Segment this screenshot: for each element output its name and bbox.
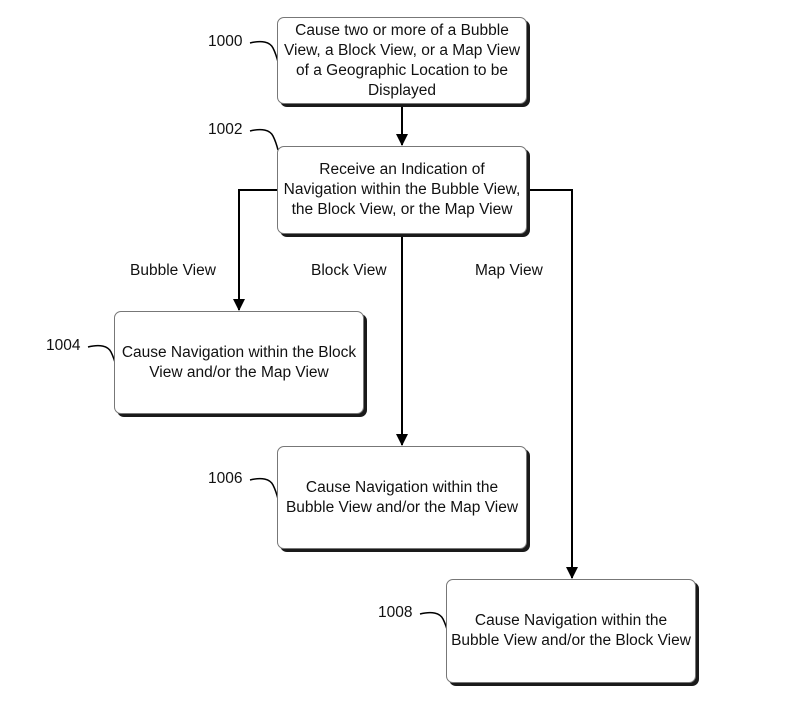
arrowhead-1000-to-1002 [396, 134, 408, 146]
step-text-1000: Cause two or more of a Bubble View, a Bl… [283, 21, 521, 99]
step-text-1004: Cause Navigation within the Block View a… [121, 343, 357, 381]
step-text-1002: Receive an Indication of Navigation with… [283, 161, 521, 218]
step-box-1000: Cause two or more of a Bubble View, a Bl… [277, 17, 527, 104]
step-box-1006: Cause Navigation within the Bubble View … [277, 446, 527, 549]
ref-leader-1000 [249, 40, 279, 63]
ref-number-1006: 1006 [208, 470, 243, 487]
arrow-1002-to-1004 [238, 189, 278, 310]
step-text-1008: Cause Navigation within the Bubble View … [451, 612, 691, 649]
step-box-1002: Receive an Indication of Navigation with… [277, 146, 527, 234]
step-box-1008: Cause Navigation within the Bubble View … [446, 579, 696, 683]
ref-leader-1004 [87, 344, 117, 367]
ref-number-1000: 1000 [208, 33, 243, 50]
step-text-1006: Cause Navigation within the Bubble View … [285, 478, 519, 516]
edge-label-bubble-view: Bubble View [130, 262, 216, 279]
ref-number-1008: 1008 [378, 604, 413, 621]
step-box-1004: Cause Navigation within the Block View a… [114, 311, 364, 414]
ref-leader-1006 [249, 477, 279, 500]
edge-label-map-view: Map View [475, 262, 543, 279]
ref-leader-1008 [419, 611, 449, 634]
ref-number-1004: 1004 [46, 337, 81, 354]
arrowhead-1002-to-1008 [566, 567, 578, 579]
arrow-1002-to-1008 [528, 189, 573, 578]
ref-leader-1002 [249, 128, 279, 151]
ref-number-1002: 1002 [208, 121, 243, 138]
arrowhead-1002-to-1006 [396, 434, 408, 446]
arrowhead-1002-to-1004 [233, 299, 245, 311]
edge-label-block-view: Block View [311, 262, 387, 279]
